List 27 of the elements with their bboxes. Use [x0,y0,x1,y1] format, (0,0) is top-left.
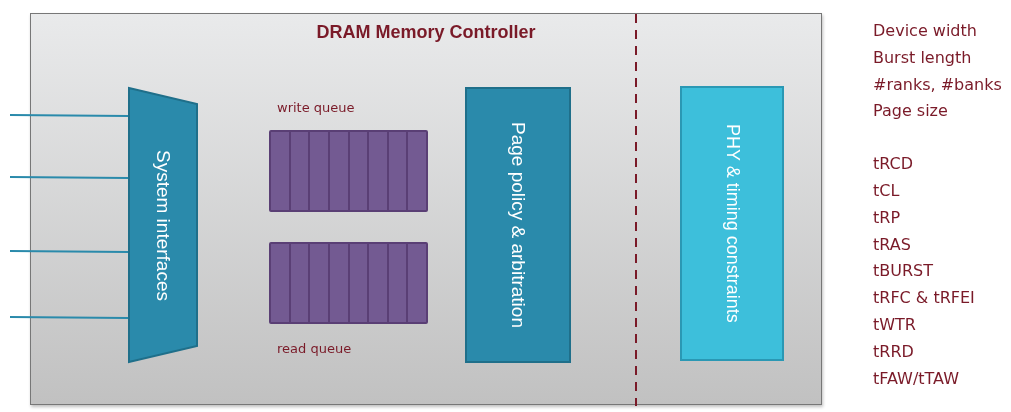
parameter-label: tRP [873,207,901,227]
parameter-label: tRCD [873,154,914,174]
parameter-label: tBURST [873,261,933,281]
controller-panel [30,13,822,405]
block-label: PHY & timing constraints [721,124,743,323]
parameter-label: tRRD [873,341,914,361]
block-label: Page policy & arbitration [507,122,529,328]
process-block [465,87,571,363]
queue-label: read queue [277,341,352,356]
parameter-label: Burst length [873,47,972,67]
input-line [9,250,129,253]
parameter-label: Page size [873,101,948,121]
parameter-label: tRAS [873,234,911,254]
parameter-label: #ranks, #banks [873,74,1002,94]
process-block [680,86,784,361]
parameter-label: tCL [873,181,900,200]
block-label: System interfaces [152,149,174,301]
panel-title: DRAM Memory Controller [316,22,536,42]
input-line [9,316,129,319]
interface-trapezoid [128,87,198,363]
parameter-label: tFAW/tTAW [873,368,959,388]
input-line [9,176,129,179]
queue-label: write queue [277,100,355,115]
parameter-label: Device width [873,21,977,40]
parameter-label: tRFC & tRFEI [873,288,975,308]
parameter-label: tWTR [873,314,916,334]
input-line [9,114,129,117]
